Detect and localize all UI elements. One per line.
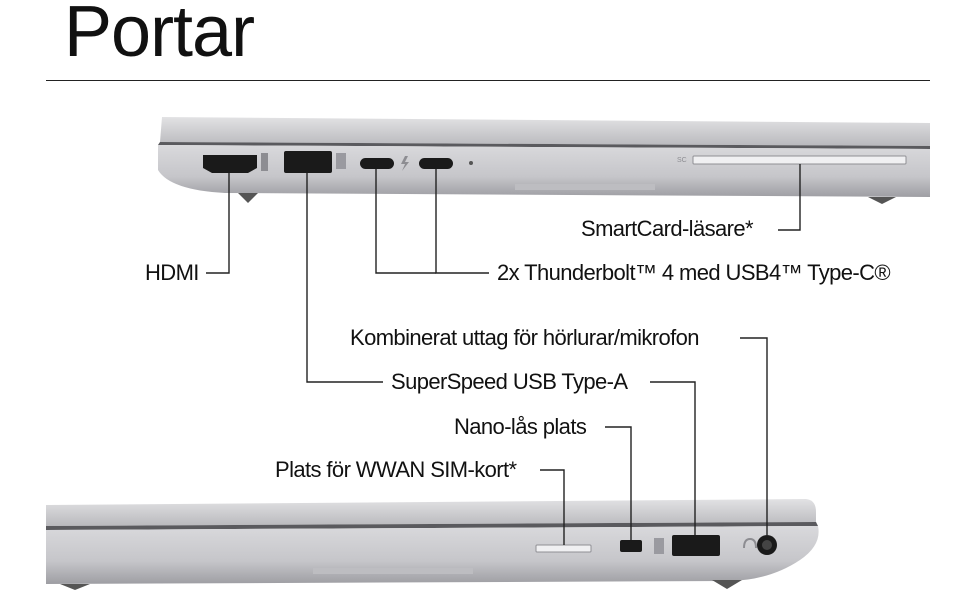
callout-thunderbolt-1	[375, 169, 436, 274]
right-foot-front	[712, 580, 742, 589]
right-lid	[46, 499, 816, 526]
left-hinge-gap	[158, 142, 930, 149]
callout-smartcard	[778, 164, 801, 231]
title-divider	[46, 80, 930, 81]
right-foot	[60, 584, 90, 590]
label-hdmi: HDMI	[145, 260, 199, 285]
callout-nano-lock	[605, 426, 632, 540]
label-usb-a: SuperSpeed USB Type-A	[391, 369, 628, 394]
superspeed-icon	[336, 153, 346, 169]
right-side-view	[46, 499, 819, 590]
label-thunderbolt: 2x Thunderbolt™ 4 med USB4™ Type-C®	[497, 260, 891, 285]
left-lid	[160, 117, 930, 146]
smartcard-mark: SC	[677, 157, 687, 164]
audio-jack-inner	[762, 540, 772, 550]
callout-thunderbolt-2	[435, 169, 489, 274]
smartcard-slot	[692, 155, 907, 165]
hdmi-icon	[261, 153, 268, 171]
headset-icon	[743, 537, 757, 549]
callout-usb-a-right	[650, 381, 696, 535]
label-audio-combo: Kombinerat uttag för hörlurar/mikrofon	[350, 325, 700, 350]
usb-a-port	[284, 151, 332, 173]
label-smartcard: SmartCard-läsare*	[581, 216, 754, 241]
label-nano-lock: Nano-lås plats	[454, 414, 587, 439]
left-foot-rear	[868, 197, 896, 204]
right-hinge-gap	[46, 522, 818, 530]
left-side-view: SC	[158, 117, 930, 204]
status-led	[469, 161, 473, 165]
usb-a-port-right	[672, 535, 720, 556]
left-foot	[238, 193, 258, 203]
thunderbolt-icon	[401, 156, 409, 171]
superspeed-icon-right	[654, 538, 664, 554]
callout-usb-a-left	[306, 173, 383, 383]
label-sim-slot: Plats för WWAN SIM-kort*	[275, 457, 517, 482]
callout-sim	[540, 469, 565, 545]
nano-lock-slot	[620, 540, 642, 552]
thunderbolt-port-1	[360, 158, 394, 169]
sim-slot	[535, 544, 592, 553]
callout-lines	[206, 164, 801, 545]
callout-audio	[740, 337, 768, 535]
left-vent	[515, 184, 655, 190]
callout-hdmi	[206, 173, 230, 274]
thunderbolt-port-2	[419, 158, 453, 169]
hdmi-port	[203, 155, 257, 173]
right-vent	[313, 568, 473, 574]
page-title: Portar	[64, 0, 255, 72]
